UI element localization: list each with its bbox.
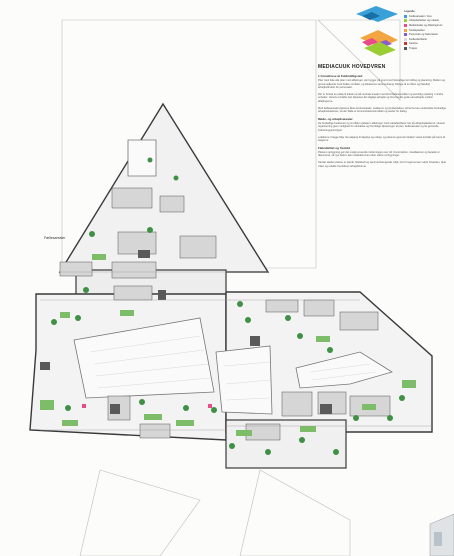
section-text: Mod fællesarealet placeres åbne kontorar…: [318, 106, 446, 114]
panel-section: Mod fællesarealet placeres åbne kontorar…: [318, 107, 446, 114]
workstations: [51, 157, 405, 455]
legend-item: Personale og Sekretariat: [404, 32, 448, 37]
section-text: Samlet skaber planen et stærkt, fleksibe…: [318, 160, 446, 168]
legend-swatch: [404, 33, 407, 37]
panel-section: 1 Grundrisse at Fuldmidtigsted Plan nive…: [318, 74, 446, 90]
description-panel: MEDIACUUK HOVEDVREN 1 Grundrisse at Fuld…: [318, 64, 446, 171]
section-text: Lokalerne i begge fløje har adgang til d…: [318, 135, 446, 143]
legend-label: Fællesarealer / Hus: [409, 14, 432, 18]
legend-swatch: [404, 37, 407, 41]
legend-swatch: [404, 28, 407, 32]
inset-image: [429, 513, 454, 556]
section-text: De forskellige funktioner og områder opd…: [318, 121, 445, 132]
legend-title: Legende: [404, 10, 415, 13]
legend-label: Studiepladser: [409, 28, 425, 32]
panel-section: Fleksibilitet og fremtid Planens opbygni…: [318, 146, 446, 158]
legend: Legende Fællesarealer / Hus Arbejdsplads…: [404, 10, 448, 51]
section-text: Der er fortsat en plads til lokale ud på…: [318, 92, 444, 103]
legend-label: Mødelokaler og Afdelingsrum: [409, 23, 443, 27]
section-text: Plan nivel ikke alle plan med afdelinger…: [318, 79, 446, 90]
panel-section: Møde- og arbejdsarealer De forskellige f…: [318, 117, 446, 133]
section-subheading: Fleksibilitet og fremtid: [318, 145, 351, 150]
legend-item: Studiepladser: [404, 28, 448, 33]
legend-label: Fællesfaciliteter: [409, 37, 428, 41]
section-text: Planens opbygning gør det muligt at ændr…: [318, 150, 440, 158]
axonometric-thumbnails: [356, 6, 398, 56]
legend-item: Fællesarealer / Hus: [404, 14, 448, 19]
corridor-lines: [40, 271, 432, 431]
legend-item: Mødelokaler og Afdelingsrum: [404, 23, 448, 28]
legend-swatch: [404, 42, 407, 46]
stair-cores: [40, 250, 332, 414]
legend-label: Personale og Sekretariat: [409, 33, 438, 37]
legend-swatch: [404, 19, 407, 23]
section-subheading: Møde- og arbejdsarealer: [318, 116, 353, 121]
legend-item: Fællesfaciliteter: [404, 37, 448, 42]
desk-blocks: [40, 254, 416, 436]
legend-label: Arbejdspladser og Lokaler: [409, 19, 440, 23]
legend-label: Trappe: [409, 46, 418, 50]
legend-swatch: [404, 14, 407, 18]
panel-heading: MEDIACUUK HOVEDVREN: [318, 64, 386, 70]
context-outline: [61, 19, 401, 556]
north-wing: [58, 102, 270, 273]
legend-item: Trappe: [404, 46, 448, 51]
callout-left: Fællesarealer: [44, 236, 66, 240]
legend-item: Arbejdspladser og Lokaler: [404, 19, 448, 24]
legend-item: Kantine: [404, 42, 448, 47]
panel-section: Lokalerne i begge fløje har adgang til d…: [318, 136, 446, 143]
legend-swatch: [404, 23, 407, 27]
legend-swatch: [404, 46, 407, 50]
atrium-hatching: [89, 335, 377, 401]
section-subheading: 1 Grundrisse at Fuldmidtigsted: [318, 74, 363, 78]
rooms: [59, 187, 391, 441]
legend-label: Kantine: [409, 42, 418, 46]
south-wing: [225, 419, 347, 469]
panel-section: Samlet skaber planen et stærkt, fleksibe…: [318, 161, 446, 168]
meeting-accents: [82, 404, 212, 408]
panel-section: Der er fortsat en plads til lokale ud på…: [318, 93, 446, 104]
